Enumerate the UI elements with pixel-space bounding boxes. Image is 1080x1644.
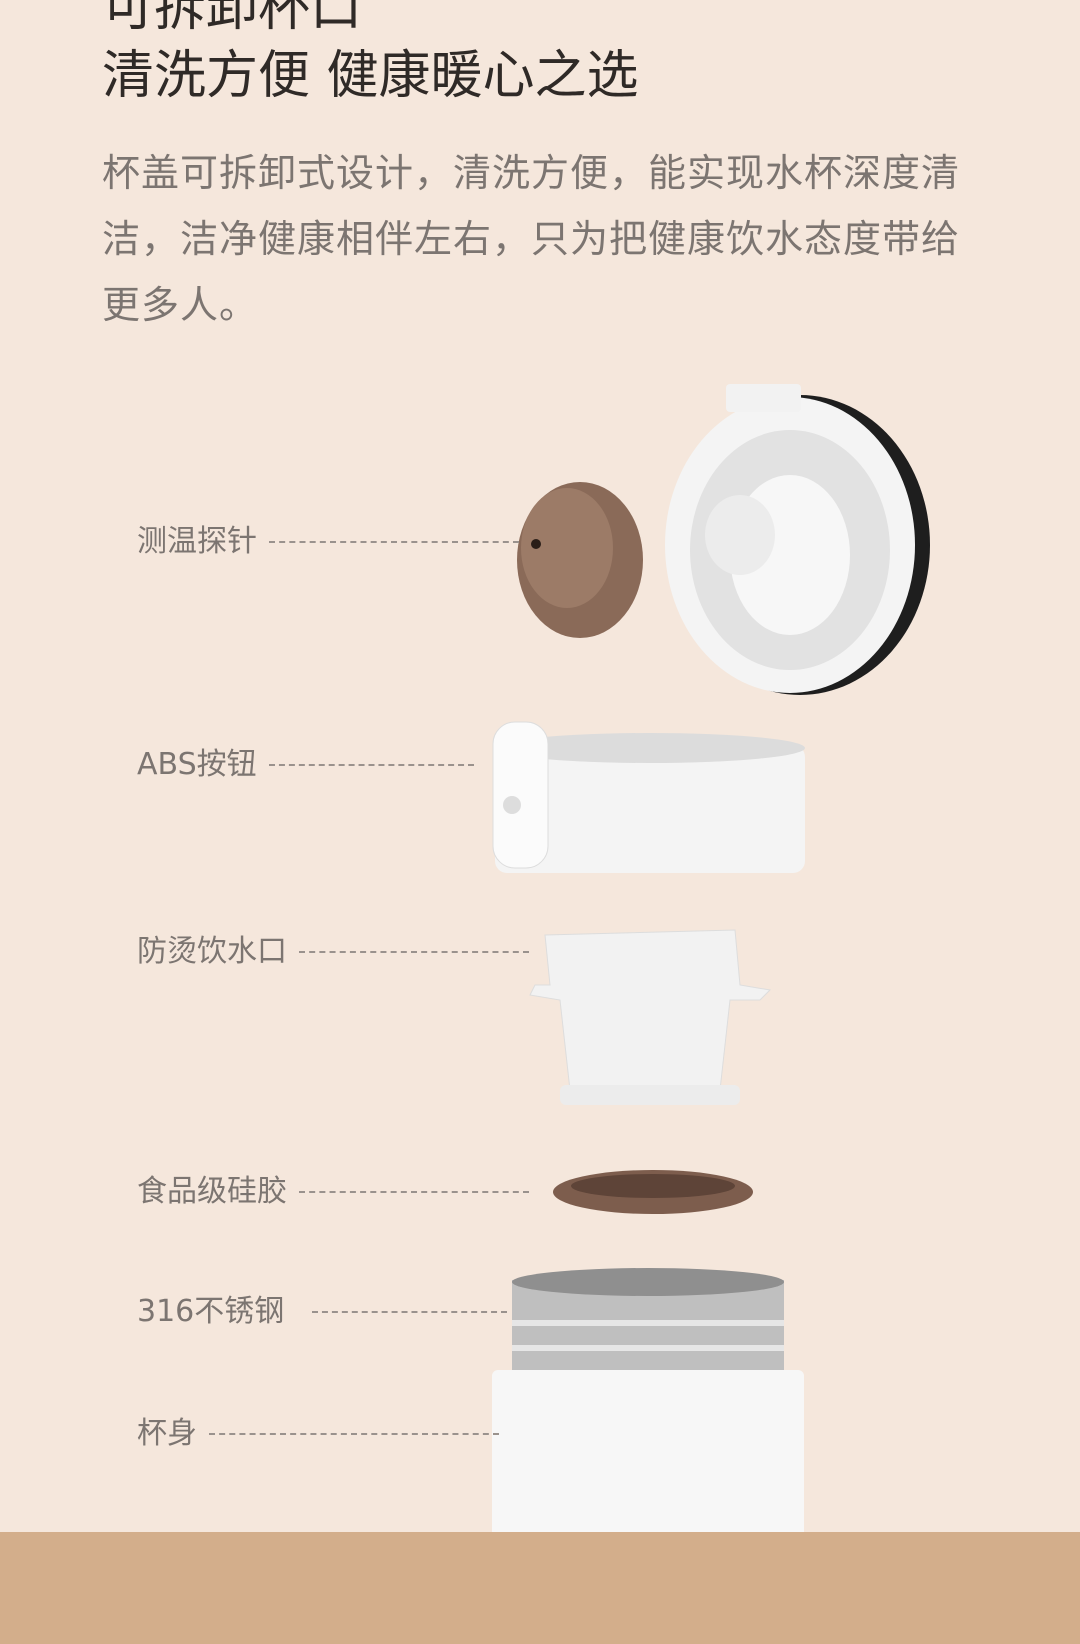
label-abs-button: ABS按钮 [137, 747, 474, 783]
label-anti-scald-spout: 防烫饮水口 [137, 934, 529, 970]
label-text: ABS按钮 [137, 747, 257, 782]
spout-illustration [529, 929, 772, 1105]
leader-line [299, 1191, 529, 1193]
lid-illustration [665, 384, 930, 695]
steel-rim-illustration [512, 1268, 784, 1385]
leader-line [312, 1311, 508, 1313]
cup-body-illustration [492, 1370, 804, 1540]
label-text: 杯身 [137, 1416, 197, 1451]
label-text: 防烫饮水口 [137, 934, 287, 969]
label-food-grade-silicone: 食品级硅胶 [137, 1174, 529, 1210]
label-text: 316不锈钢 [137, 1294, 285, 1329]
heading-line-2: 清洗方便 健康暖心之选 [102, 46, 639, 106]
probe-illustration [517, 482, 643, 638]
seal-illustration [553, 1170, 753, 1214]
description: 杯盖可拆卸式设计，清洗方便，能实现水杯深度清洁，洁净健康相伴左右，只为把健康饮水… [102, 151, 961, 327]
leader-line [209, 1433, 499, 1435]
label-temperature-probe: 测温探针 [137, 524, 519, 560]
label-text: 测温探针 [137, 524, 257, 559]
label-text: 食品级硅胶 [137, 1174, 287, 1209]
leader-line [269, 541, 519, 543]
heading-line-1: 可拆卸杯口 [102, 0, 363, 38]
leader-line [299, 951, 529, 953]
label-316-stainless-steel: 316不锈钢 [137, 1294, 508, 1330]
leader-line [268, 764, 474, 766]
bottom-band [0, 1532, 1080, 1644]
label-cup-body: 杯身 [137, 1416, 499, 1452]
button-housing-illustration [492, 721, 805, 873]
